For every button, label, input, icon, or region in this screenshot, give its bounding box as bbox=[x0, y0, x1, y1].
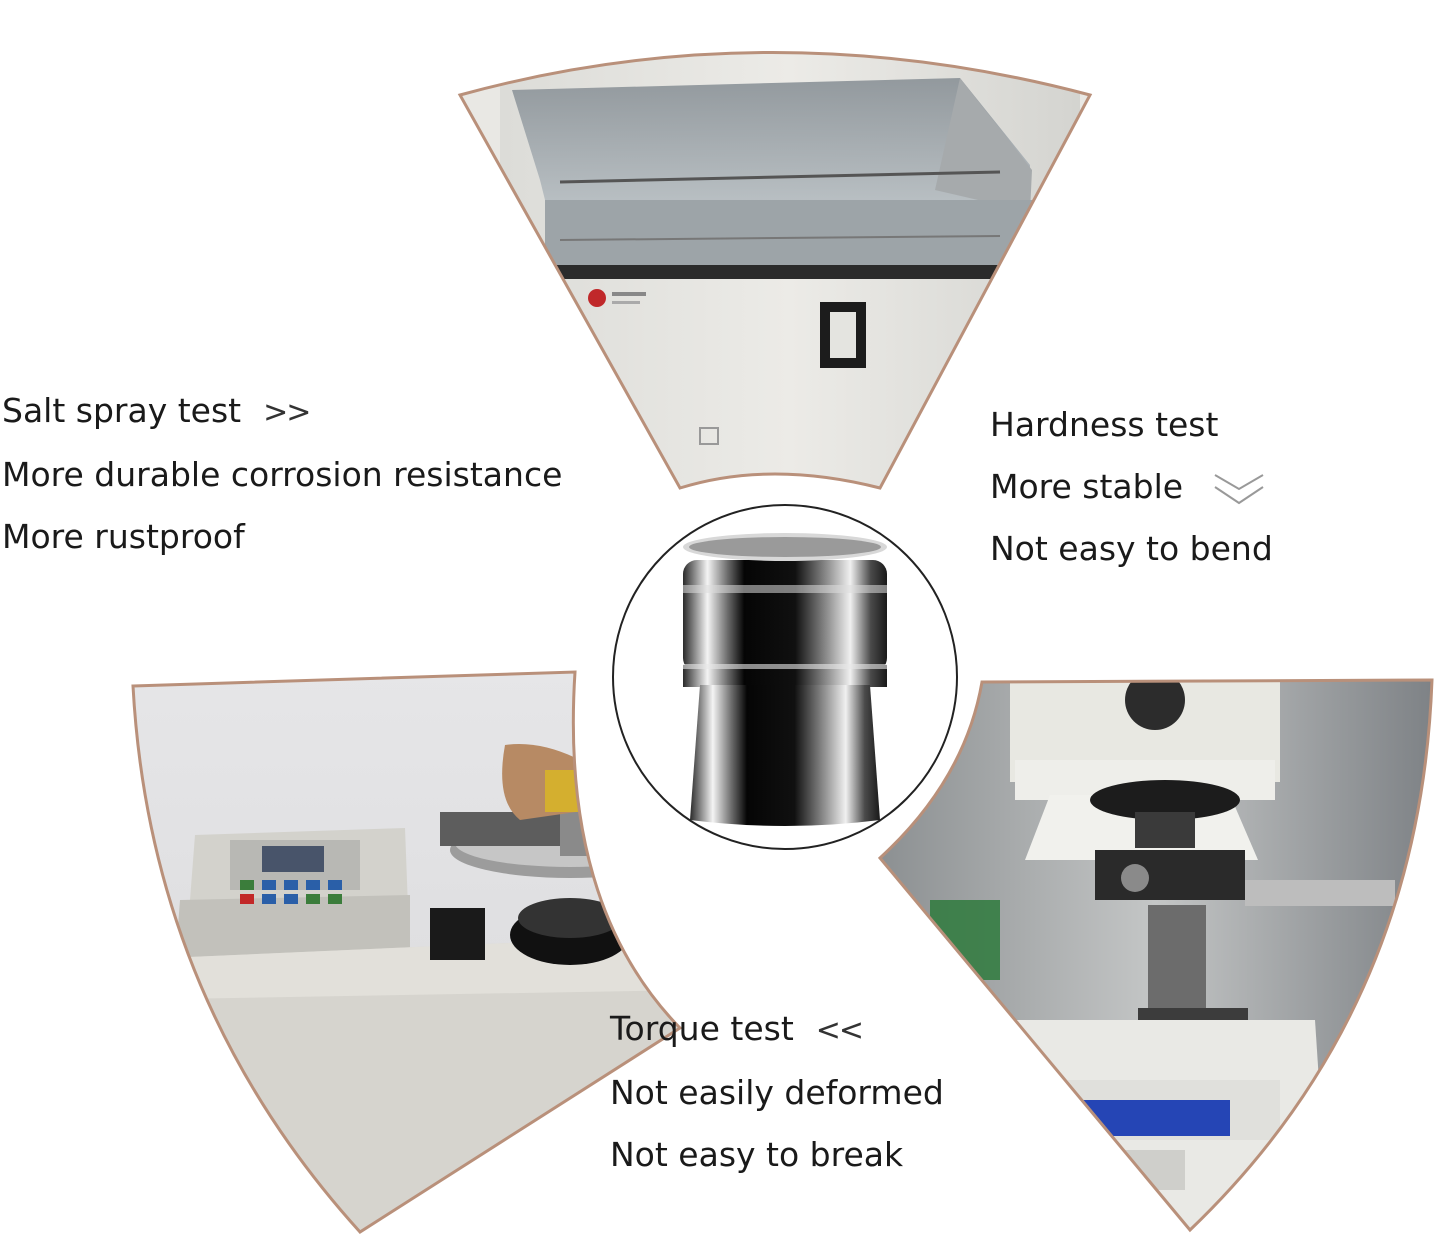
torque-title: Torque test bbox=[610, 1009, 794, 1048]
torque-text: Torque test << Not easily deformed Not ea… bbox=[610, 998, 944, 1186]
hardness-test-image bbox=[877, 678, 1434, 1233]
left-arrows-icon: << bbox=[815, 1013, 864, 1048]
hardness-title: Hardness test bbox=[990, 405, 1219, 444]
torque-benefit-2: Not easy to break bbox=[610, 1135, 904, 1174]
double-chevron-down-icon bbox=[1214, 473, 1264, 504]
keypad bbox=[240, 880, 342, 904]
salt-spray-image bbox=[457, 51, 1093, 490]
hardness-text: Hardness test More stable Not easy to be… bbox=[990, 394, 1273, 580]
salt-spray-benefit-1: More durable corrosion resistance bbox=[2, 455, 563, 494]
salt-spray-title: Salt spray test bbox=[2, 391, 242, 430]
salt-spray-text: Salt spray test >> More durable corrosion… bbox=[2, 380, 562, 568]
hardness-benefit-1: More stable bbox=[990, 467, 1184, 506]
torque-benefit-1: Not easily deformed bbox=[610, 1073, 944, 1112]
salt-spray-benefit-2: More rustproof bbox=[2, 517, 245, 556]
hardness-benefit-2: Not easy to bend bbox=[990, 529, 1273, 568]
product-socket-image bbox=[612, 504, 958, 850]
right-arrows-icon: >> bbox=[263, 395, 311, 430]
